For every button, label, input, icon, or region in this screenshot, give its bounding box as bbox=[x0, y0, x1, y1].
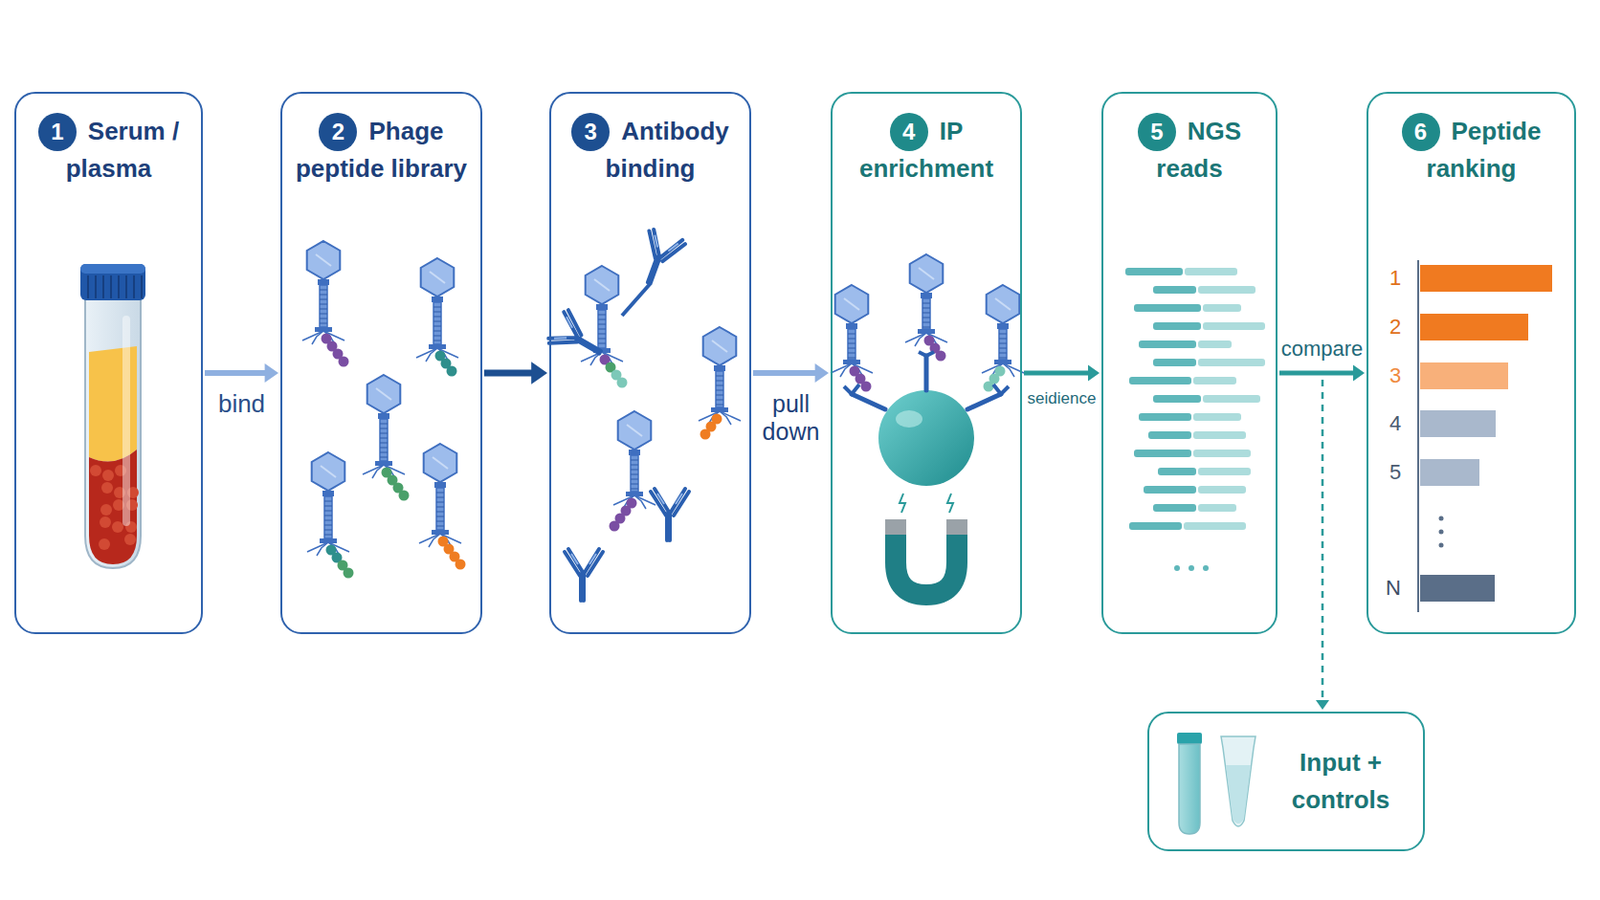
arrow-head bbox=[1088, 365, 1100, 382]
connector-line bbox=[204, 370, 268, 377]
rank-number: N bbox=[1385, 577, 1401, 600]
step-panel: 6Peptide ranking bbox=[1366, 91, 1577, 635]
step-number: 5 bbox=[1137, 112, 1177, 152]
step-title: Serum / plasma bbox=[66, 116, 180, 183]
control-label: Input + controls bbox=[1271, 744, 1410, 820]
panel-header: 3Antibody binding bbox=[558, 112, 742, 188]
arrow-head bbox=[265, 363, 279, 383]
control-box: Input + controls bbox=[1147, 711, 1425, 852]
step-panel: 1Serum / plasma bbox=[14, 91, 203, 635]
rank-number: 5 bbox=[1389, 462, 1401, 484]
connector-line bbox=[753, 370, 819, 377]
flow-arrow bbox=[204, 363, 279, 383]
step-title: Antibody binding bbox=[605, 116, 730, 183]
step-number: 1 bbox=[38, 112, 77, 152]
flow-arrow bbox=[1279, 373, 1330, 711]
arrow-head bbox=[1353, 365, 1365, 382]
step-panel: 5NGS reads bbox=[1101, 91, 1278, 635]
arrow-head bbox=[815, 363, 829, 383]
connector-line bbox=[1023, 371, 1090, 377]
arrow-head bbox=[531, 361, 548, 385]
rank-number: 2 bbox=[1389, 316, 1401, 338]
panel-header: 2Phage peptide library bbox=[289, 112, 473, 188]
panel-header: 1Serum / plasma bbox=[23, 112, 194, 188]
step-number: 3 bbox=[571, 112, 610, 152]
step-number: 6 bbox=[1401, 112, 1441, 152]
rank-number: 4 bbox=[1389, 413, 1401, 435]
panel-header: 4IP enrichment bbox=[840, 112, 1013, 188]
rank-number: 3 bbox=[1389, 365, 1401, 387]
step-title: Peptide ranking bbox=[1426, 116, 1542, 183]
flow-arrow bbox=[1023, 365, 1100, 382]
arrow-head bbox=[1315, 700, 1330, 711]
edge-label: seidience bbox=[1024, 389, 1100, 409]
step-number: 2 bbox=[318, 112, 357, 152]
panel-header: 5NGS reads bbox=[1111, 112, 1268, 188]
panel-header: 6Peptide ranking bbox=[1376, 112, 1567, 188]
flow-arrow bbox=[753, 363, 829, 383]
step-panel: 4IP enrichment bbox=[830, 91, 1023, 635]
step-panel: 3Antibody binding bbox=[549, 91, 752, 635]
edge-label: pull down bbox=[754, 390, 829, 446]
flow-arrow bbox=[484, 361, 548, 385]
connector-line bbox=[1279, 373, 1323, 703]
step-panel: 2Phage peptide library bbox=[280, 91, 483, 635]
edge-label: bind bbox=[215, 390, 268, 420]
step-number: 4 bbox=[889, 112, 929, 152]
edge-label: compare bbox=[1278, 336, 1367, 361]
rank-number: 1 bbox=[1389, 267, 1401, 289]
connector-line bbox=[484, 370, 535, 378]
